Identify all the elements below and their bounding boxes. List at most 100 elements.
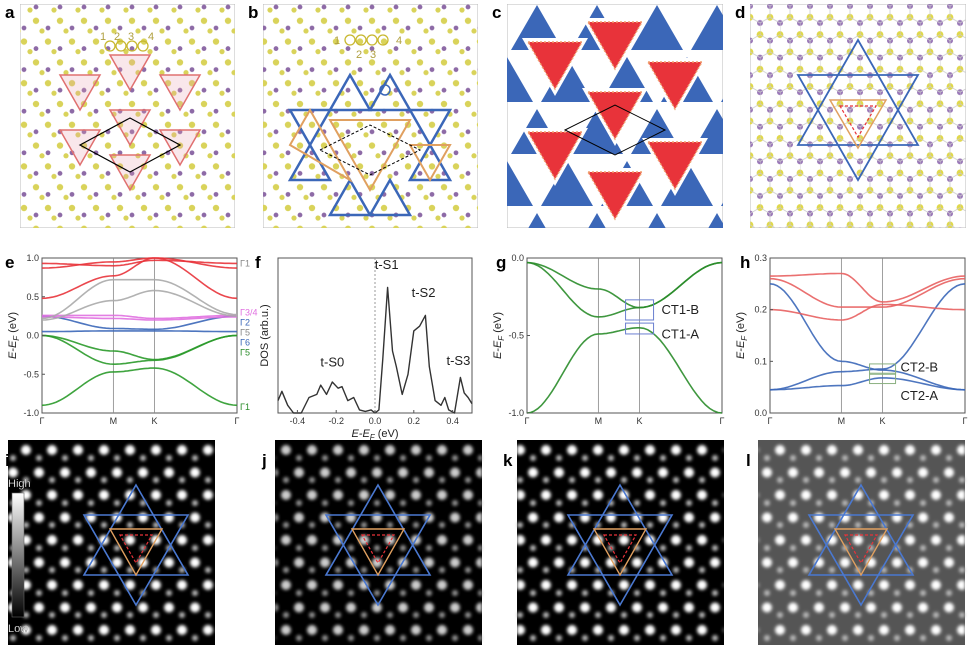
site-label-4: 4 xyxy=(148,31,154,43)
red-triangle xyxy=(360,534,396,565)
site-label-3: 3 xyxy=(370,49,376,61)
ct2-a-box xyxy=(869,372,897,385)
band-symmetry-label: Γ1 xyxy=(240,258,250,268)
band-line-1 xyxy=(769,283,966,391)
x-tick-label: Γ xyxy=(525,416,530,426)
y-tick-label: 0.1 xyxy=(754,356,767,366)
red-triangle xyxy=(586,21,644,71)
ct2-a-label: CT2-A xyxy=(901,388,939,403)
band-symmetry-label: Γ2 xyxy=(240,317,250,327)
y-tick-label: 0.0 xyxy=(26,331,39,341)
y-label-subscript: F xyxy=(740,335,749,341)
y-label-text: E-E xyxy=(735,340,747,359)
x-tick-label: -0.4 xyxy=(290,416,306,426)
x-tick-label: 0.2 xyxy=(408,416,421,426)
panel-c-schematic xyxy=(507,4,723,228)
panel-label-d: d xyxy=(735,3,745,22)
x-label-unit: (eV) xyxy=(375,428,399,440)
band-line-3 xyxy=(42,330,237,333)
y-label-unit: (eV) xyxy=(735,312,747,336)
y-axis-label: E-EF (eV) xyxy=(7,312,21,359)
x-label-subscript: F xyxy=(370,433,376,442)
x-tick-label: -0.2 xyxy=(328,416,344,426)
panel-label-l: l xyxy=(746,451,751,470)
peak-label: t-S3 xyxy=(446,353,470,368)
x-tick-label: Γ xyxy=(963,416,968,426)
colorbar-high-label: High xyxy=(8,478,31,490)
orange-triangle xyxy=(350,528,406,577)
blue-star-outline xyxy=(566,514,674,607)
band-line-2 xyxy=(41,367,238,407)
y-tick-label: 0.0 xyxy=(511,253,524,263)
plot-frame xyxy=(41,257,238,414)
simulated-image-k xyxy=(517,440,724,645)
y-tick-label: -1.0 xyxy=(23,408,39,418)
plot-frame xyxy=(526,257,723,414)
red-triangle xyxy=(526,131,584,181)
peak-label: t-S2 xyxy=(412,285,436,300)
dos-curve xyxy=(277,286,473,414)
y-tick-label: 0.2 xyxy=(754,305,767,315)
site-label-1: 1 xyxy=(100,31,106,43)
band-line-3 xyxy=(770,303,966,321)
panel-label-a: a xyxy=(5,3,15,22)
colorbar-low-label: Low xyxy=(8,623,28,635)
y-tick-label: 1.0 xyxy=(26,253,39,263)
band-symmetry-label: Γ5 xyxy=(240,327,250,337)
site-label-3: 3 xyxy=(128,31,134,43)
x-tick-label: Γ xyxy=(235,416,240,426)
band-line-7 xyxy=(41,289,238,321)
chart-f: -0.4 -0.2 0.0 0.2 0.4 DOS (arb.u.) E-EF (eV) t-… xyxy=(259,257,473,442)
simulated-image-i xyxy=(8,440,215,645)
blue-star-outline xyxy=(82,514,190,607)
blue-star xyxy=(796,38,920,182)
y-tick-label: -0.5 xyxy=(23,369,39,379)
panel-b-lattice xyxy=(263,4,478,228)
band-line-2 xyxy=(526,326,723,414)
image-intensity-pattern xyxy=(517,440,724,645)
x-tick-label: K xyxy=(152,416,158,426)
panel-label-e: e xyxy=(5,253,14,272)
band-line-1 xyxy=(526,261,723,318)
simulated-image-l xyxy=(758,440,965,645)
x-tick-label: M xyxy=(838,416,846,426)
y-label-subscript: F xyxy=(497,335,506,341)
panel-label-h: h xyxy=(740,253,750,272)
band-line-6 xyxy=(42,316,237,321)
site-label-2: 2 xyxy=(114,31,120,43)
red-triangle xyxy=(843,534,879,565)
colorbar: High Low xyxy=(8,478,31,635)
ct2-b-label: CT2-B xyxy=(901,360,939,375)
panel-label-b: b xyxy=(248,3,258,22)
band-line-5 xyxy=(42,314,237,320)
panel-label-i: i xyxy=(5,451,10,470)
ct1-b-label: CT1-B xyxy=(662,302,700,317)
image-intensity-pattern xyxy=(275,440,482,645)
band-symmetry-label: Γ6 xyxy=(240,337,250,347)
y-axis-label: DOS (arb.u.) xyxy=(259,304,271,366)
y-tick-label: -1.0 xyxy=(508,408,524,418)
x-tick-label: M xyxy=(595,416,603,426)
orange-triangle xyxy=(108,528,164,577)
panel-label-g: g xyxy=(496,253,506,272)
band-line-2 xyxy=(769,377,966,391)
x-tick-label: 0.0 xyxy=(369,416,382,426)
y-label-text: E-E xyxy=(7,340,19,359)
band-symmetry-label: Γ3/4 xyxy=(240,307,257,317)
x-label-text: E-E xyxy=(351,428,370,440)
y-label-unit: (eV) xyxy=(7,312,19,336)
red-triangle xyxy=(526,41,584,91)
red-triangle xyxy=(586,171,644,221)
band-line-4 xyxy=(41,315,238,331)
band-line-1 xyxy=(41,334,238,366)
site-label-1: 1 xyxy=(334,35,340,47)
band-line-9 xyxy=(41,257,238,300)
panel-label-k: k xyxy=(503,451,513,470)
x-tick-label: 0.4 xyxy=(446,416,459,426)
red-triangle xyxy=(646,141,704,191)
x-tick-label: K xyxy=(637,416,643,426)
unit-cell xyxy=(78,117,182,173)
